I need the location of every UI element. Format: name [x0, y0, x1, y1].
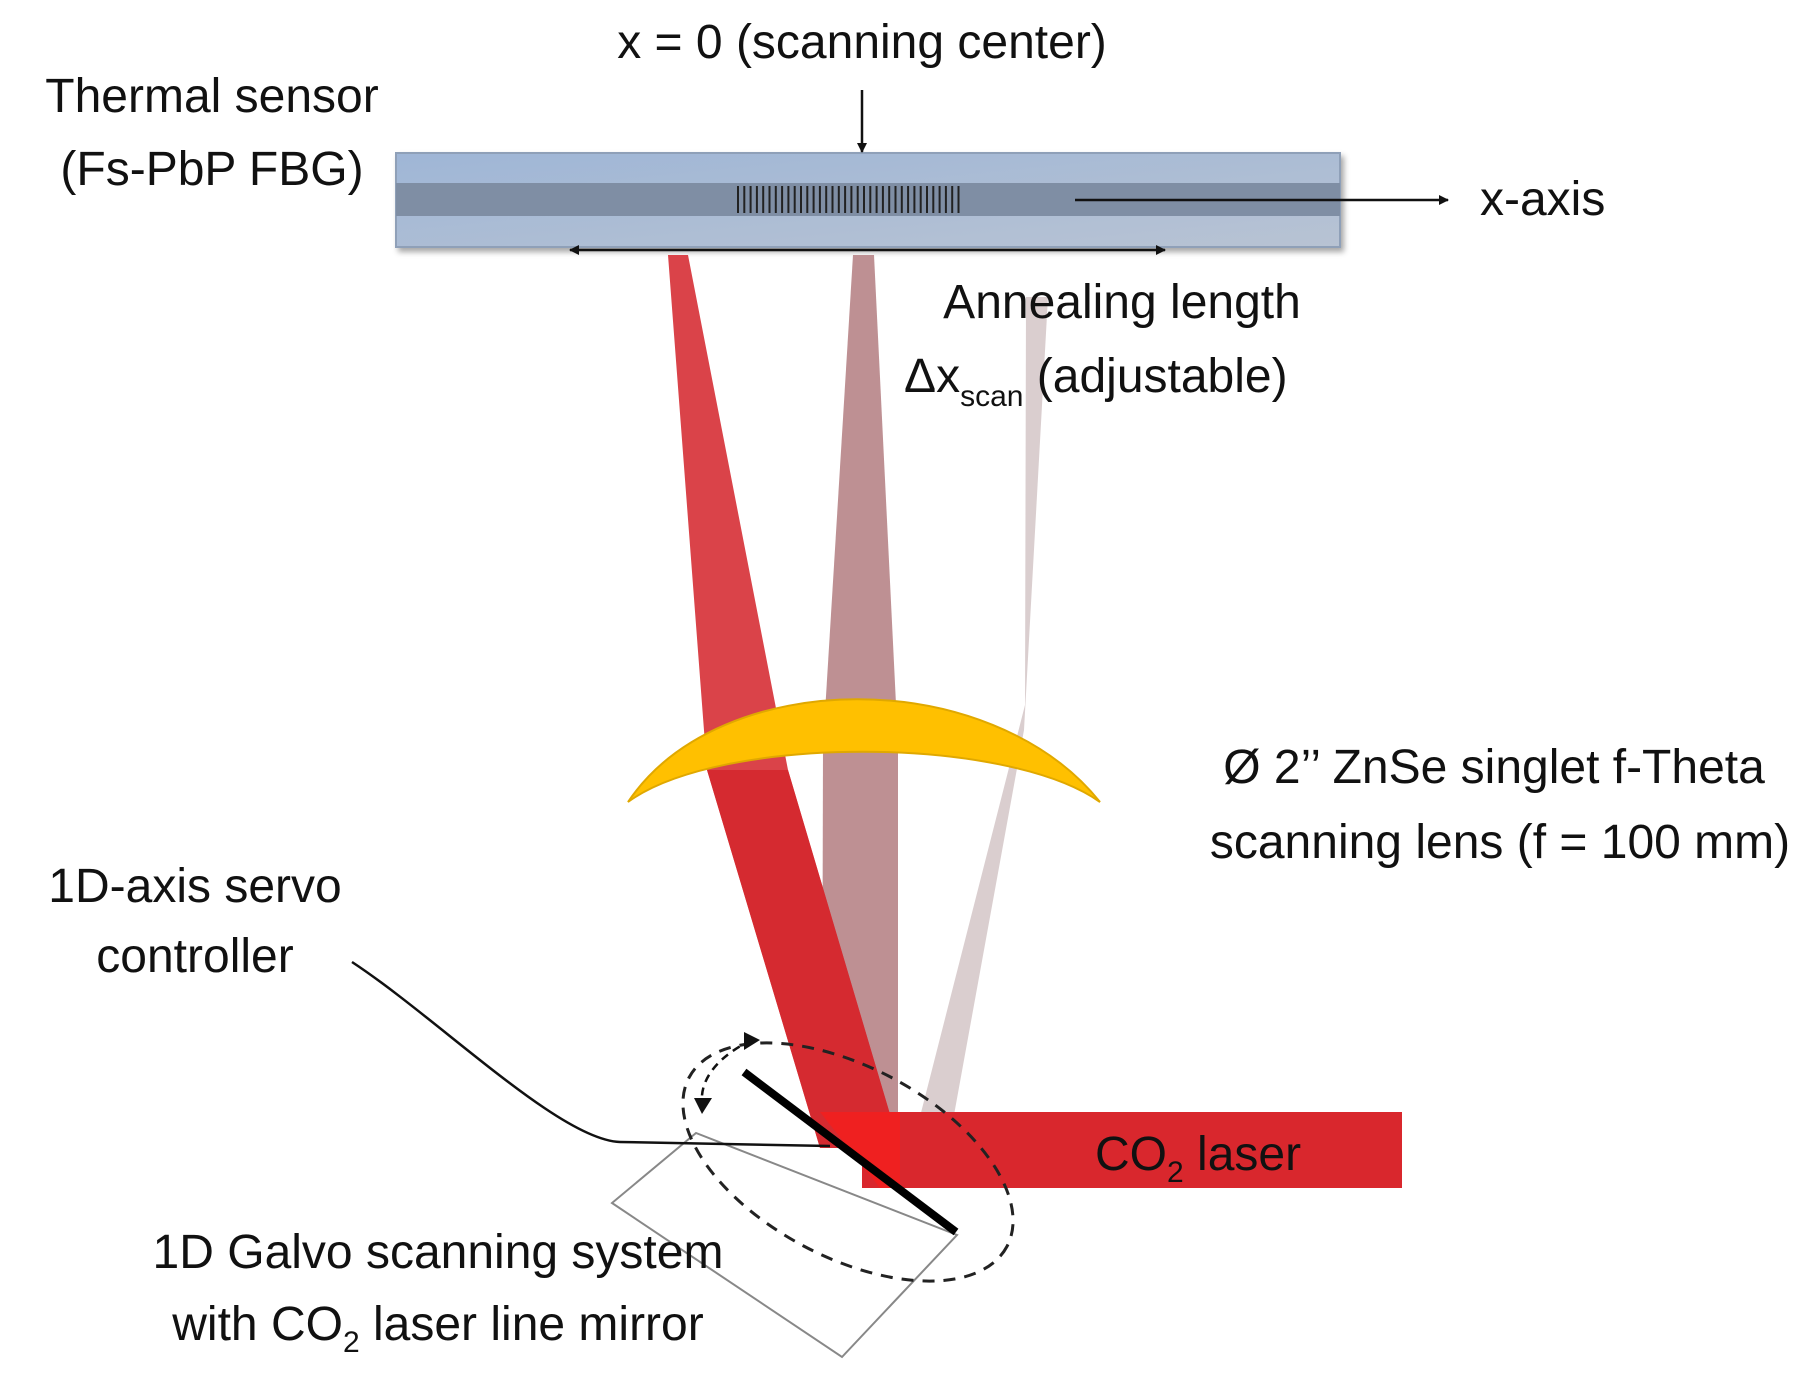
annealing-tail: (adjustable) — [1023, 350, 1287, 403]
rotation-arrowhead-top — [744, 1032, 760, 1050]
rotation-arrowhead-bottom — [694, 1098, 712, 1114]
servo-label-line2: controller — [96, 930, 293, 983]
servo-cable — [351, 960, 831, 1148]
galvo-line2-b: laser line mirror — [360, 1298, 704, 1351]
annealing-label-line1: Annealing length — [943, 276, 1301, 329]
annealing-label-line2: Δxscan (adjustable) — [904, 350, 1288, 413]
co2-laser-main: CO — [1095, 1128, 1167, 1181]
beam-primary — [668, 255, 900, 1148]
co2-laser-sub: 2 — [1167, 1156, 1184, 1189]
servo-label-line1: 1D-axis servo — [48, 860, 341, 913]
galvo-label-line2: with CO2 laser line mirror — [171, 1298, 703, 1359]
f-theta-lens — [627, 698, 1101, 803]
sensor-label-line2: (Fs-PbP FBG) — [60, 143, 363, 196]
beam-light — [912, 297, 1048, 1148]
co2-laser-tail: laser — [1184, 1128, 1301, 1181]
galvo-system — [610, 1032, 1015, 1359]
co2-laser-label: CO2 laser — [1095, 1128, 1301, 1189]
annealing-subscript: scan — [960, 380, 1023, 413]
galvo-label-line1: 1D Galvo scanning system — [153, 1226, 724, 1279]
center-label: x = 0 (scanning center) — [617, 16, 1107, 69]
sensor-label-line1: Thermal sensor — [45, 70, 378, 123]
lens-label-line1: Ø 2’’ ZnSe singlet f-Theta — [1223, 741, 1765, 794]
galvo-mirror — [741, 1068, 959, 1236]
galvo-line2-a: with CO — [171, 1298, 343, 1351]
beam-primary-lower — [707, 770, 900, 1148]
galvo-rotation-ellipse — [681, 1041, 1015, 1283]
annealing-delta: Δx — [904, 350, 960, 403]
galvo-line2-sub: 2 — [343, 1326, 360, 1359]
beam-overlap-hotspot — [820, 1112, 900, 1188]
co2-laser-beam — [862, 1112, 1402, 1188]
lens-label-line2: scanning lens (f = 100 mm) — [1210, 816, 1790, 869]
laser-beams — [668, 255, 1402, 1188]
rotation-arrow — [700, 1038, 753, 1103]
galvo-housing-outline — [610, 1131, 959, 1359]
fbg-grating — [737, 186, 960, 213]
x-axis-label: x-axis — [1480, 173, 1605, 226]
